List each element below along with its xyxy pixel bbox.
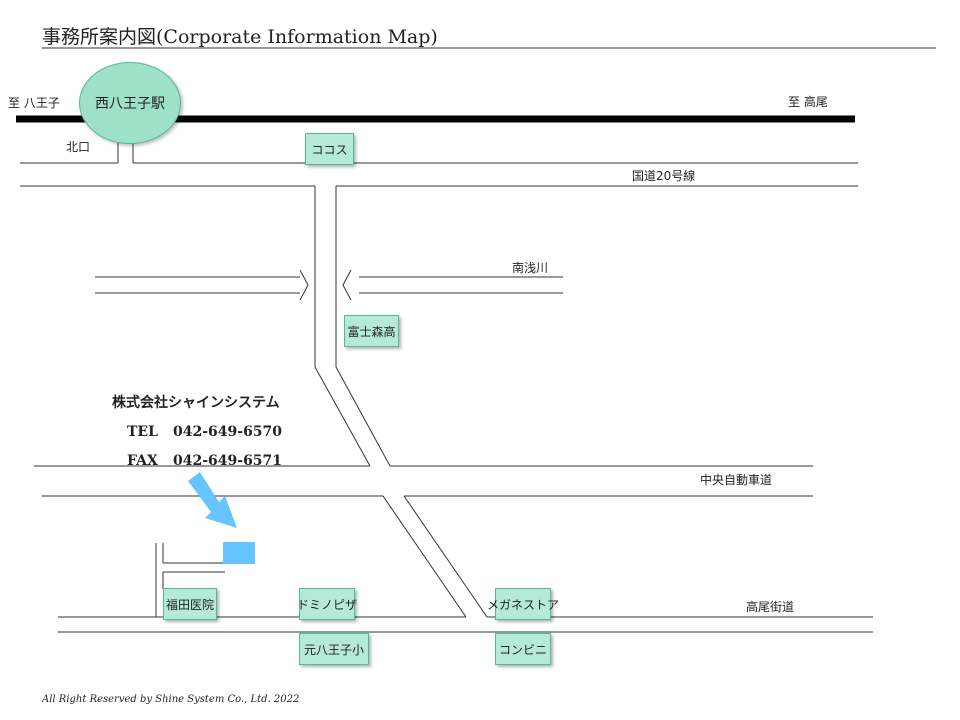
office-location-marker: [223, 542, 255, 564]
tel-number: 042-649-6570: [173, 424, 283, 440]
north-exit-road: [20, 142, 858, 164]
page-title: 事務所案内図(Corporate Information Map): [42, 26, 438, 48]
company-tel-row: TEL 042-649-6570: [112, 418, 282, 447]
river-minami-asakawa: [95, 269, 563, 301]
landmark-moto-hachioji-elementary: 元八王子小: [299, 633, 369, 665]
landmark-coco: ココス: [305, 133, 354, 165]
landmark-convenience-store: コンビニ: [495, 633, 551, 665]
label-chuo-expressway: 中央自動車道: [700, 473, 773, 487]
office-side-street: [155, 543, 225, 617]
company-fax-row: FAX 042-649-6571: [112, 447, 282, 476]
fax-number: 042-649-6571: [173, 453, 283, 469]
landmark-fujimori-high: 富士森高: [344, 315, 399, 347]
label-north-exit: 北口: [66, 140, 91, 154]
station-nishi-hachioji: 西八王子駅: [79, 62, 181, 144]
fax-label: FAX: [127, 453, 158, 469]
copyright-footer: All Right Reserved by Shine System Co., …: [42, 694, 300, 705]
label-takao-kaido: 高尾街道: [746, 600, 795, 614]
label-route-20: 国道20号線: [632, 169, 696, 183]
tel-label: TEL: [127, 424, 158, 440]
company-info: 株式会社シャインシステム TEL 042-649-6570 FAX 042-64…: [112, 389, 282, 476]
takao-kaido-road: [58, 616, 873, 633]
landmark-fukuda-hospital: 福田医院: [163, 588, 217, 620]
label-to-takao: 至 高尾: [788, 95, 828, 109]
label-minami-asakawa: 南浅川: [512, 261, 549, 275]
main-street: [314, 186, 488, 618]
office-pointer-arrow-icon: [188, 472, 237, 528]
chuo-expressway-road: [34, 465, 813, 497]
landmark-megane-store: メガネストア: [487, 588, 559, 620]
label-to-hachioji: 至 八王子: [8, 96, 60, 110]
company-name: 株式会社シャインシステム: [112, 395, 280, 411]
landmark-dominos-pizza: ドミノピザ: [297, 588, 357, 620]
